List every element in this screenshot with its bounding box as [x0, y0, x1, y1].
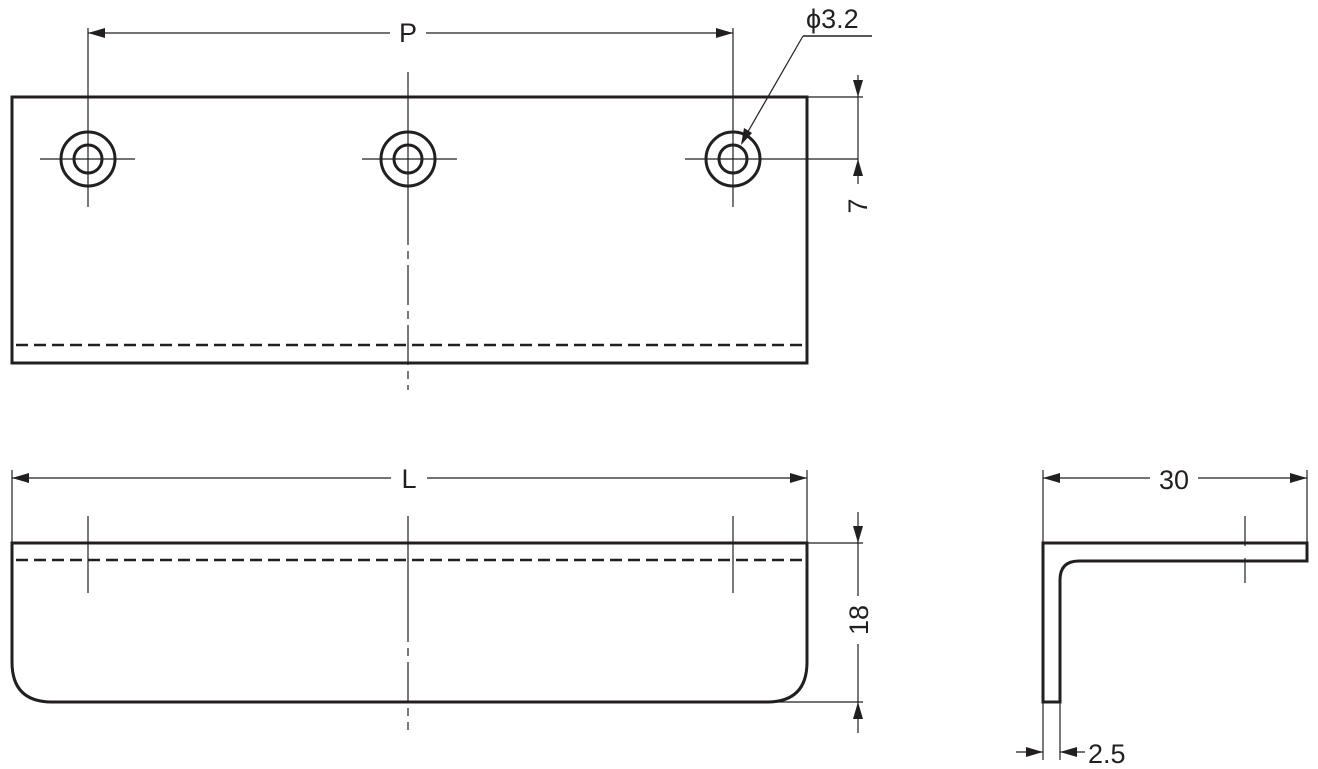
side-view: 30 2.5 — [1016, 465, 1309, 769]
side-view-profile-outline — [1041, 541, 1309, 704]
front-view: L 18 — [10, 464, 874, 733]
dimension-thickness: 2.5 — [1016, 702, 1126, 769]
dimension-pitch: P — [88, 18, 733, 48]
dimension-hole-offset: 7 — [807, 75, 873, 214]
dimension-label-pitch: P — [399, 18, 417, 48]
arrowhead-icon — [88, 28, 105, 38]
front-view-outline — [10, 541, 809, 704]
arrowhead-icon — [1290, 473, 1307, 483]
top-view-outline — [10, 95, 809, 365]
dimension-height: 18 — [776, 512, 874, 733]
arrowhead-icon — [716, 28, 733, 38]
dimension-length: L — [11, 464, 808, 543]
dimension-hole-diameter: ϕ3.2 — [741, 4, 872, 145]
dimension-label-depth: 30 — [1159, 465, 1189, 495]
mounting-hole-center — [362, 130, 457, 188]
dimension-label-hole-offset: 7 — [843, 198, 873, 213]
arrowhead-icon — [1043, 473, 1060, 483]
mounting-hole-left — [40, 28, 135, 207]
arrowhead-icon — [853, 702, 863, 719]
arrowhead-icon — [853, 159, 863, 176]
arrowhead-icon — [1026, 747, 1043, 757]
dimension-label-length: L — [401, 464, 416, 494]
top-view: P ϕ3.2 7 — [10, 4, 873, 390]
mounting-hole-right — [685, 28, 858, 207]
dimension-label-thickness: 2.5 — [1088, 739, 1126, 769]
dimension-depth: 30 — [1042, 465, 1308, 543]
arrowhead-icon — [12, 473, 29, 483]
arrowhead-icon — [853, 80, 863, 97]
dimension-label-hole-diameter: ϕ3.2 — [806, 4, 859, 34]
arrowhead-icon — [853, 526, 863, 543]
dimension-label-height: 18 — [844, 605, 874, 635]
arrowhead-icon — [741, 128, 752, 145]
arrowhead-icon — [1060, 747, 1077, 757]
arrowhead-icon — [790, 473, 807, 483]
